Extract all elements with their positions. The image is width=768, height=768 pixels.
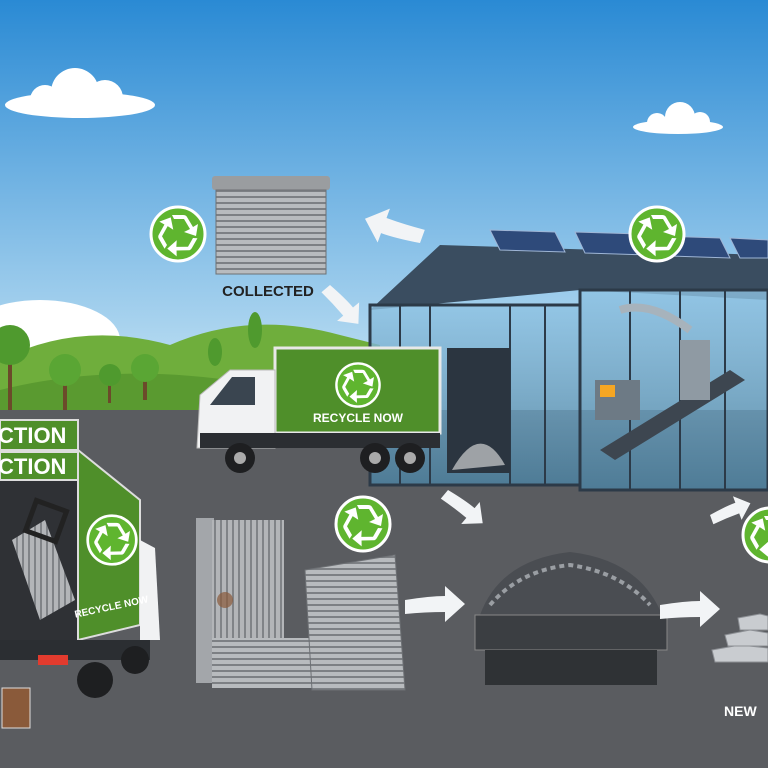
cloud-icon [5,68,155,118]
recycle-icon [628,205,686,263]
scrap-pile [474,552,668,685]
recycle-icon [334,495,392,553]
collected-shutter [212,176,330,275]
recycle-icon [86,514,138,566]
rusty-panel [1,687,31,729]
collection-truck [0,447,160,698]
new-label: NEW [724,703,757,719]
collection-sign [0,419,79,451]
collected-label: COLLECTED [222,283,314,300]
metal-ingots [711,613,768,663]
recycle-icon [335,362,381,408]
truck-main-label: RECYCLE NOW [313,411,404,425]
collection-sign-top: CTION [0,423,66,448]
old-shutters [196,518,406,691]
recycle-icon [149,205,207,263]
trees [0,312,262,410]
collection-sign-bottom: CTION [0,454,66,479]
cloud-icon [633,102,723,134]
collection-sign [0,451,79,481]
